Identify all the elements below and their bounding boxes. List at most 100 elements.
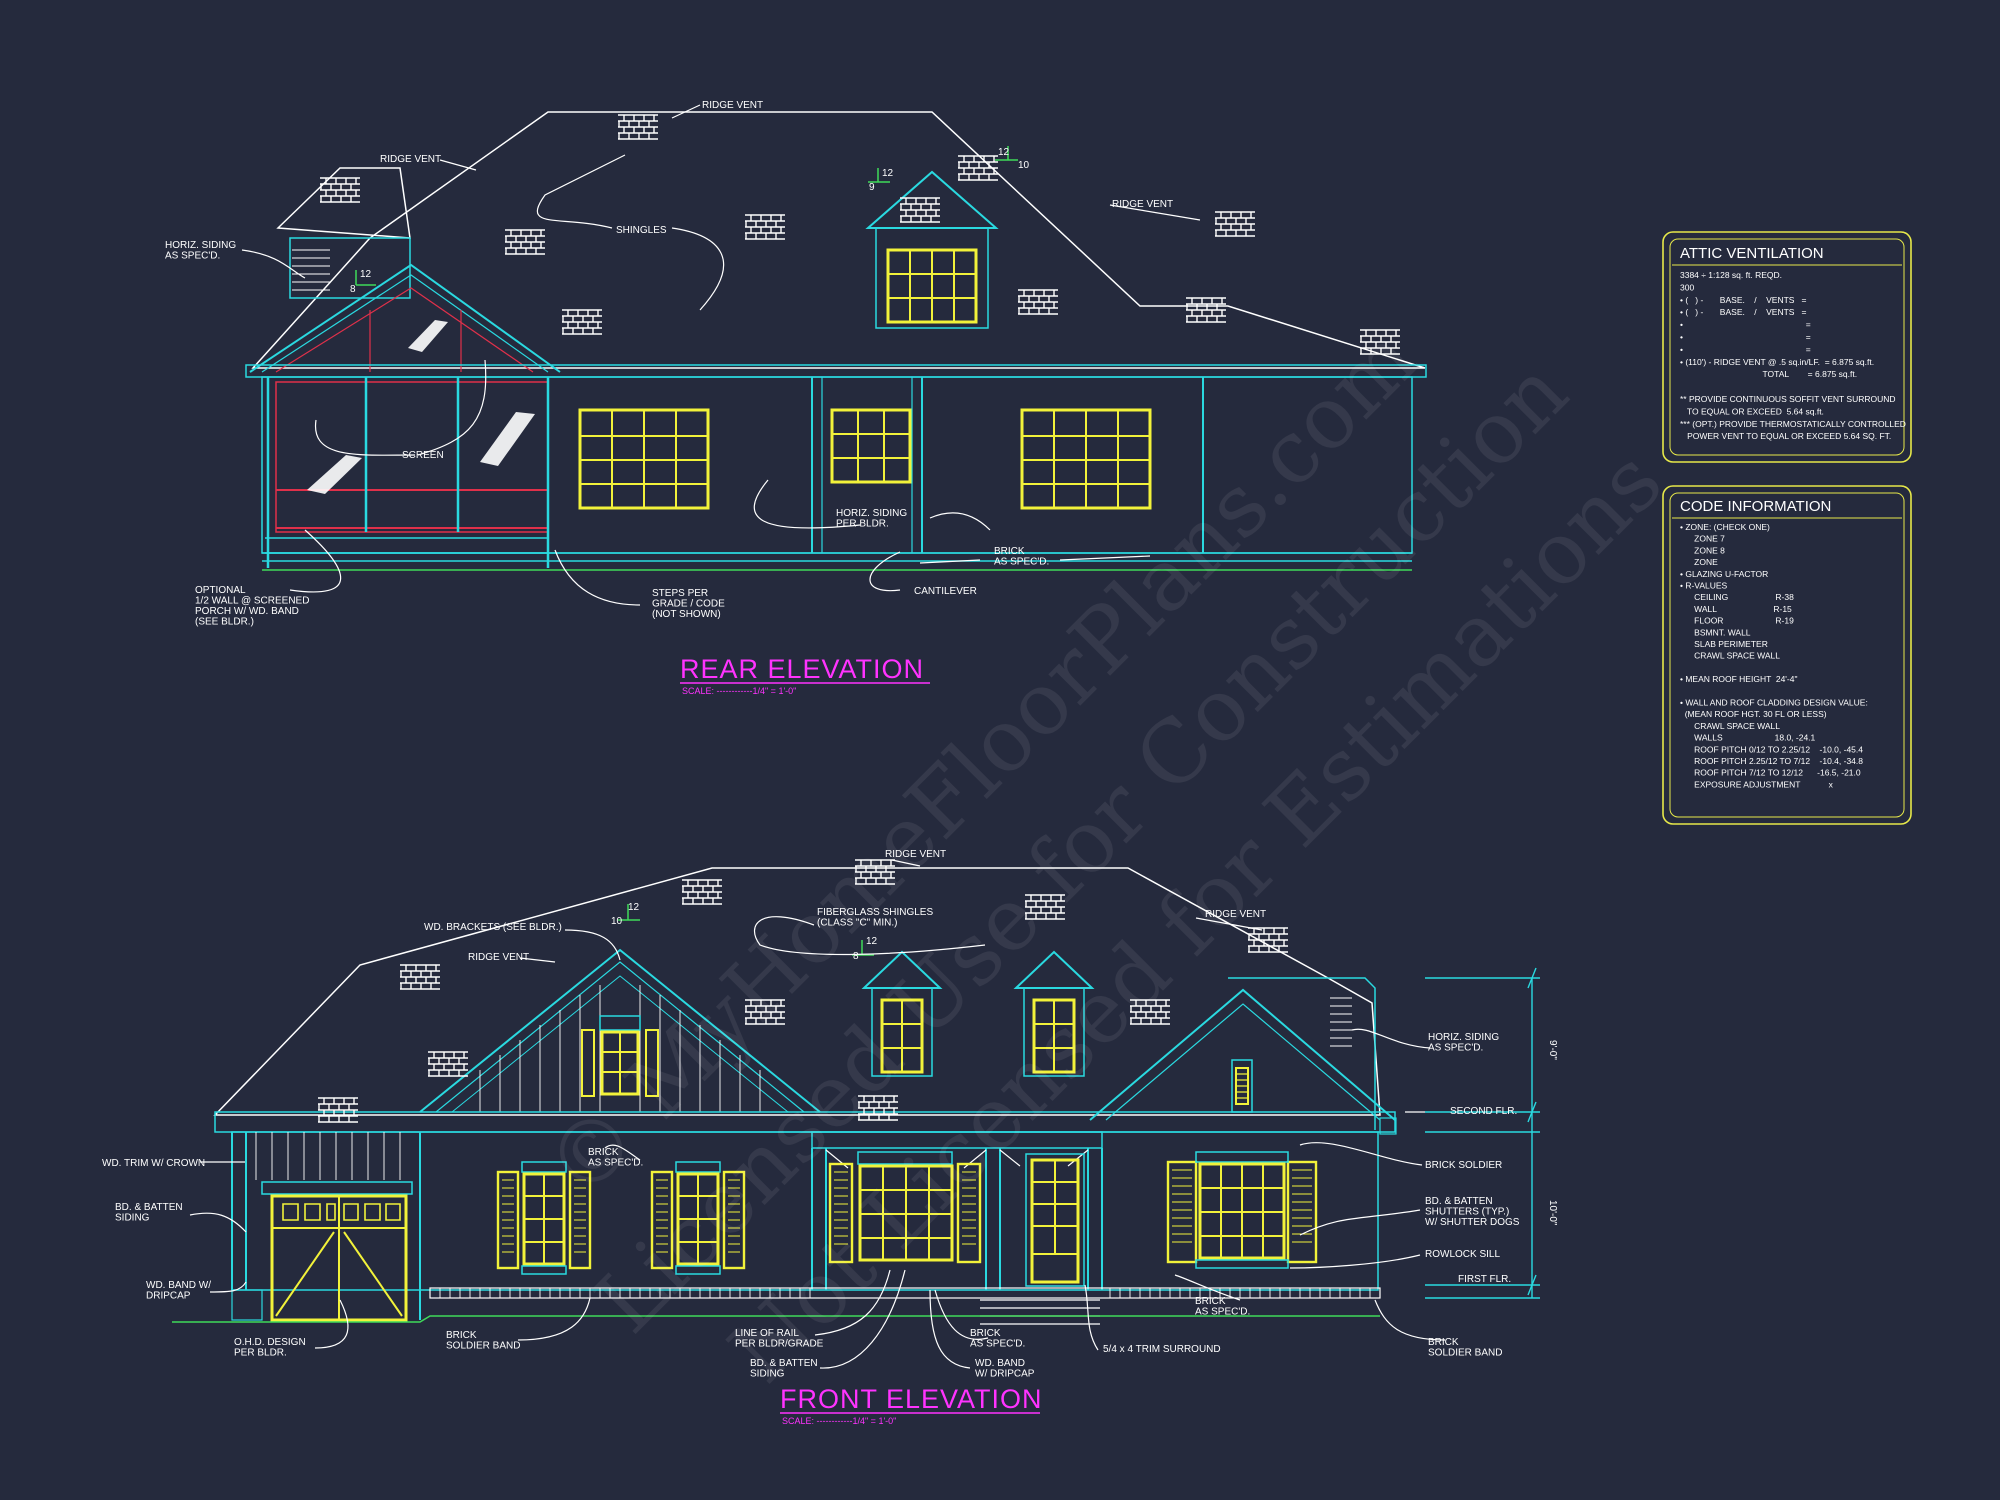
panel-line: POWER VENT TO EQUAL OR EXCEED 5.64 SQ. F… bbox=[1680, 431, 1891, 441]
panel-line: WALL R-15 bbox=[1680, 604, 1792, 614]
rear-pitch-marks bbox=[355, 146, 1018, 286]
panel-line: 300 bbox=[1680, 282, 1694, 292]
panel-line: • = bbox=[1680, 344, 1811, 354]
rear-pitch-4: 9 bbox=[869, 182, 875, 193]
panel-line: • ( ) - BASE. / VENTS = bbox=[1680, 307, 1807, 317]
front-dormer-left bbox=[861, 950, 943, 1077]
panel-line: CRAWL SPACE WALL bbox=[1680, 651, 1780, 661]
panel-line: 3384 ÷ 1:128 sq. ft. REQD. bbox=[1680, 270, 1782, 280]
front-window-left-2 bbox=[650, 1161, 746, 1275]
front-label-first-flr: FIRST FLR. bbox=[1458, 1274, 1511, 1285]
rear-elevation: 12 8 12 9 12 10 RIDGE VENT RIDGE VENT RI… bbox=[165, 100, 1427, 696]
front-leader-lines bbox=[189, 859, 1446, 1369]
rear-pitch-5: 12 bbox=[998, 147, 1010, 158]
panel-line: TOTAL = 6.875 sq.ft. bbox=[1680, 369, 1857, 379]
front-label-brick-soldier: BRICK SOLDIER bbox=[1425, 1160, 1502, 1171]
panel-line: • WALL AND ROOF CLADDING DESIGN VALUE: bbox=[1680, 698, 1868, 708]
panel-line: WALLS 18.0, -24.1 bbox=[1680, 733, 1816, 743]
rear-label-ridge-vent-top: RIDGE VENT bbox=[702, 100, 763, 111]
rear-roof-shingle-marks bbox=[319, 114, 1401, 355]
panel-line: SLAB PERIMETER bbox=[1680, 639, 1768, 649]
front-right-gable bbox=[1089, 988, 1396, 1121]
front-pitch-marks bbox=[618, 904, 874, 956]
rear-label-shingles: SHINGLES bbox=[616, 225, 667, 236]
front-label-ridge-vent-left: RIDGE VENT bbox=[468, 952, 529, 963]
front-label-second-flr: SECOND FLR. bbox=[1450, 1106, 1517, 1117]
attic-ventilation-title: ATTIC VENTILATION bbox=[1680, 245, 1824, 262]
front-elevation-scale: SCALE: ------------1/4" = 1'-0" bbox=[782, 1416, 896, 1426]
rear-pitch-6: 10 bbox=[1018, 160, 1030, 171]
front-brick-base bbox=[429, 1287, 1381, 1299]
rear-window-right bbox=[1020, 408, 1152, 510]
front-pitch-2: 10 bbox=[611, 916, 623, 927]
panel-line: • = bbox=[1680, 332, 1811, 342]
rear-screened-porch bbox=[265, 320, 550, 568]
panel-line: • (110') - RIDGE VENT @ .5 sq.in/LF. = 6… bbox=[1680, 357, 1874, 367]
rear-window-left bbox=[578, 408, 710, 510]
panel-line: ** PROVIDE CONTINUOUS SOFFIT VENT SURROU… bbox=[1680, 394, 1896, 404]
rear-pitch-3: 12 bbox=[882, 168, 894, 179]
watermark: © MyHomeFloorPlans.com Licensed Use for … bbox=[527, 309, 1681, 1402]
panel-line: (MEAN ROOF HGT. 30 FL OR LESS) bbox=[1680, 709, 1827, 719]
front-label-rowlock-sill: ROWLOCK SILL bbox=[1425, 1249, 1500, 1260]
panel-line: TO EQUAL OR EXCEED 5.64 sq.ft. bbox=[1680, 406, 1824, 416]
rear-window-center bbox=[830, 408, 912, 484]
front-gable-window bbox=[581, 1015, 659, 1097]
panel-line: • MEAN ROOF HEIGHT 24'-4" bbox=[1680, 674, 1798, 684]
front-garage-section bbox=[231, 1132, 421, 1322]
front-label-wd-band-dripcap: WD. BAND W/DRIPCAP bbox=[146, 1280, 211, 1302]
rear-label-screen: SCREEN bbox=[402, 450, 444, 461]
front-elevation-title: FRONT ELEVATION bbox=[780, 1384, 1043, 1414]
panel-line: ZONE bbox=[1680, 557, 1718, 567]
front-label-ridge-vent-right: RIDGE VENT bbox=[1205, 909, 1266, 920]
panel-line: FLOOR R-19 bbox=[1680, 616, 1794, 626]
panel-line: ZONE 8 bbox=[1680, 545, 1725, 555]
front-level-lines bbox=[1425, 967, 1540, 1299]
rear-main-roof bbox=[251, 111, 1426, 369]
attic-ventilation-panel: ATTIC VENTILATION 3384 ÷ 1:128 sq. ft. R… bbox=[1662, 231, 1912, 463]
front-window-left bbox=[496, 1161, 592, 1275]
front-label-trim-surround: 5/4 x 4 TRIM SURROUND bbox=[1103, 1344, 1221, 1355]
code-information-title: CODE INFORMATION bbox=[1680, 498, 1831, 515]
rear-dormer-window bbox=[886, 248, 978, 324]
front-pitch-1: 12 bbox=[628, 902, 640, 913]
rear-pitch-1: 12 bbox=[360, 269, 372, 280]
panel-line: CRAWL SPACE WALL bbox=[1680, 721, 1780, 731]
front-porch bbox=[811, 1131, 1103, 1325]
panel-line: • ZONE: (CHECK ONE) bbox=[1680, 522, 1770, 532]
front-label-wd-trim: WD. TRIM W/ CROWN bbox=[102, 1158, 205, 1169]
rear-left-wing-roof bbox=[276, 167, 411, 239]
rear-elevation-title: REAR ELEVATION bbox=[680, 654, 924, 684]
front-pitch-3: 12 bbox=[866, 936, 878, 947]
rear-leader-lines bbox=[241, 104, 1201, 606]
panel-line: ROOF PITCH 7/12 TO 12/12 -16.5, -21.0 bbox=[1680, 768, 1861, 778]
front-gable-vent bbox=[1231, 1059, 1253, 1113]
rear-pitch-2: 8 bbox=[350, 284, 356, 295]
panel-line: CEILING R-38 bbox=[1680, 592, 1794, 602]
panel-line: ROOF PITCH 2.25/12 TO 7/12 -10.4, -34.8 bbox=[1680, 756, 1863, 766]
front-right-wing-roof bbox=[1228, 977, 1376, 1130]
front-label-ridge-vent-top: RIDGE VENT bbox=[885, 849, 946, 860]
front-label-wd-brackets: WD. BRACKETS (SEE BLDR.) bbox=[424, 922, 562, 933]
rear-dormer-body bbox=[875, 227, 989, 329]
panel-line: EXPOSURE ADJUSTMENT x bbox=[1680, 779, 1834, 789]
attic-ventilation-lines: 3384 ÷ 1:128 sq. ft. REQD. 300 • ( ) - BAS… bbox=[1680, 270, 1906, 441]
panel-line: ZONE 7 bbox=[1680, 534, 1725, 544]
front-porch-window bbox=[857, 1151, 953, 1165]
front-center-gable bbox=[419, 948, 821, 1113]
front-window-right bbox=[1166, 1151, 1318, 1269]
front-main-roof bbox=[213, 867, 1381, 1116]
